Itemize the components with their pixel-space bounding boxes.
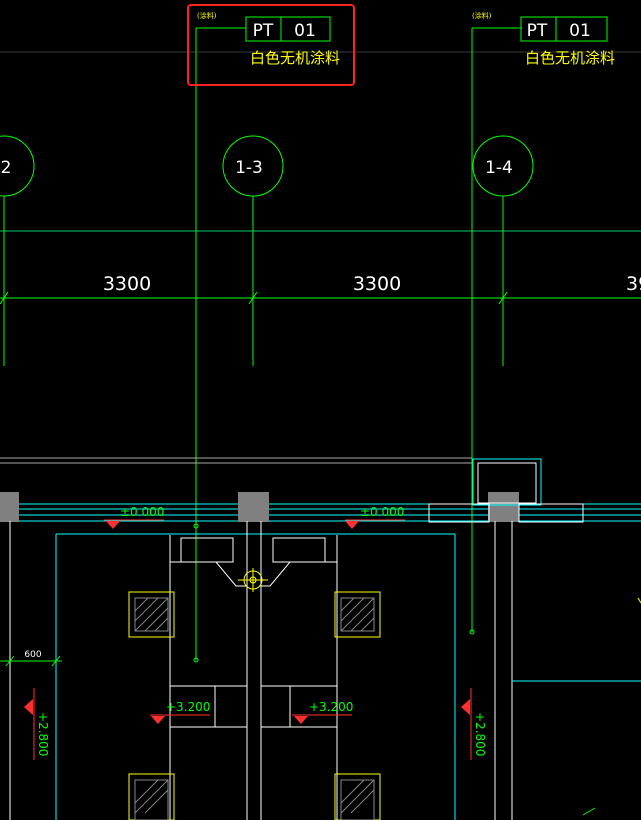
- dimension-text: 3300: [353, 273, 401, 295]
- level-marker[interactable]: +3.200: [150, 700, 210, 724]
- material-callout-right[interactable]: (涂料) PT 01 白色无机涂料: [472, 11, 615, 67]
- level-text: +3.200: [309, 700, 353, 714]
- callout-material: 白色无机涂料: [250, 49, 340, 67]
- material-callout-left[interactable]: (涂料) PT 01 白色无机涂料: [197, 11, 340, 67]
- hatched-box[interactable]: [128, 773, 175, 820]
- column[interactable]: [0, 492, 19, 522]
- level-marker-vertical[interactable]: +2.800: [24, 688, 50, 760]
- callout-box: [520, 16, 608, 42]
- hatched-box[interactable]: [128, 591, 175, 638]
- level-marker-vertical[interactable]: +2.800: [461, 688, 487, 760]
- callout-material: 白色无机涂料: [525, 49, 615, 67]
- edge-fragment: [582, 807, 596, 816]
- parapet-detail: [428, 458, 584, 523]
- level-text: +2.800: [473, 712, 487, 756]
- dimension-tick: [0, 291, 9, 305]
- dimension-tick: [498, 291, 508, 305]
- grid-axis-label: 1-3: [235, 158, 263, 178]
- wall-lines: [9, 521, 641, 820]
- hatched-box[interactable]: [334, 591, 381, 638]
- level-marker[interactable]: ±0.000: [345, 505, 405, 529]
- level-marker[interactable]: ±0.000: [104, 505, 164, 529]
- small-dimension[interactable]: 600: [0, 650, 62, 667]
- leader-point: [193, 657, 199, 663]
- callout-number: 01: [569, 21, 591, 41]
- grid-axis-label: 2: [1, 158, 12, 178]
- grid-axis-1-4[interactable]: 1-4: [472, 135, 534, 366]
- leader-point: [469, 629, 475, 635]
- column[interactable]: [238, 492, 269, 522]
- grid-axis-1-3[interactable]: 1-3: [222, 135, 284, 366]
- dimension-text: 3300: [103, 273, 151, 295]
- column[interactable]: [488, 492, 519, 522]
- level-text: +2.800: [36, 712, 50, 756]
- grid-axis-2[interactable]: 2: [0, 135, 35, 366]
- callout-number: 01: [294, 21, 316, 41]
- level-text: ±0.000: [120, 505, 164, 519]
- level-marker[interactable]: +3.200: [292, 700, 353, 724]
- level-text: +3.200: [166, 700, 210, 714]
- central-shaft-detail: [169, 521, 338, 820]
- hatched-box[interactable]: [334, 773, 381, 820]
- callout-scope: (涂料): [197, 11, 217, 20]
- callout-scope: (涂料): [472, 11, 492, 20]
- callout-code: PT: [527, 21, 548, 41]
- small-dimension-text: 600: [24, 650, 41, 660]
- selection-highlight: [187, 4, 355, 86]
- drain-symbol: [238, 568, 268, 592]
- level-text: ±0.000: [360, 505, 404, 519]
- grid-axis-label: 1-4: [485, 158, 513, 178]
- callout-box: [245, 16, 331, 42]
- floor-slab-lines: [0, 457, 641, 535]
- callout-code: PT: [253, 21, 274, 41]
- dimension-tick: [248, 291, 258, 305]
- leader-point: [193, 523, 199, 529]
- dimension-text: 39: [626, 273, 641, 295]
